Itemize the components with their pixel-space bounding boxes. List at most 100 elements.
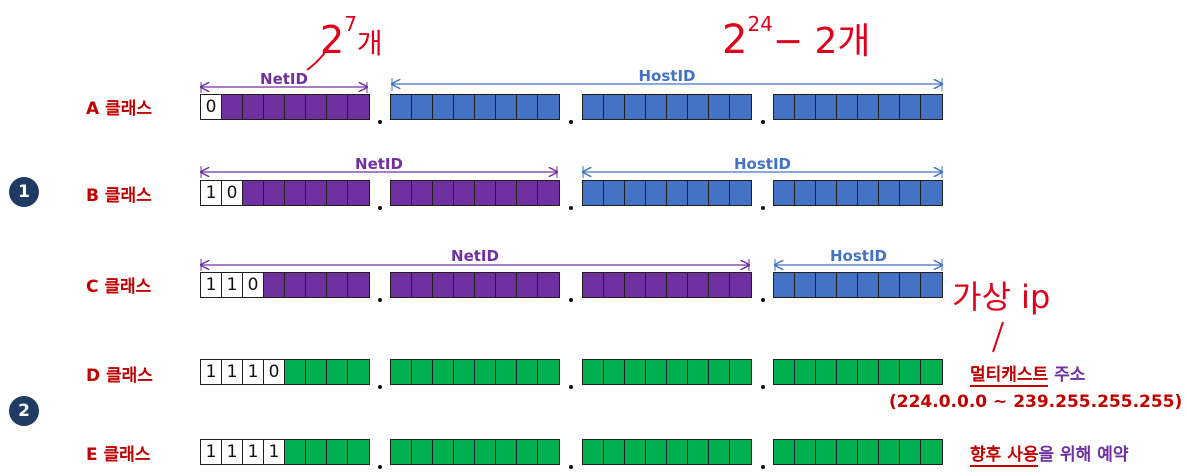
octet-separator-dot: [761, 465, 765, 469]
octet-separator-dot: [569, 120, 573, 124]
bit-cell: [858, 360, 879, 384]
class-b-octet-3: [582, 180, 752, 206]
bit-cell: [921, 440, 942, 464]
class-b-label: B 클래스: [86, 186, 152, 206]
bit-cell: [583, 440, 604, 464]
bit-cell: [774, 181, 795, 205]
bit-cell: [306, 181, 327, 205]
class-e-octet-2: [390, 439, 560, 465]
bit-cell: [583, 181, 604, 205]
bit-cell: [879, 95, 900, 119]
bit-cell: [391, 95, 412, 119]
bit-cell: [879, 273, 900, 297]
class-b-octet-4: [773, 180, 943, 206]
bit-cell: [348, 181, 369, 205]
bit-cell: [709, 181, 730, 205]
bit-cell: [816, 440, 837, 464]
bit-cell: [517, 360, 538, 384]
multicast-note-rest: 주소: [1048, 365, 1086, 385]
bit-cell: [837, 95, 858, 119]
bit-cell: [412, 95, 433, 119]
bit-cell: [921, 273, 942, 297]
bit-cell: [475, 360, 496, 384]
handwritten-pointer-c: [992, 321, 1004, 353]
bit-cell: [816, 95, 837, 119]
class-b-octet-2: [390, 180, 560, 206]
bit-cell: [327, 360, 348, 384]
bit-cell: [921, 360, 942, 384]
bit-cell: [646, 440, 667, 464]
bit-cell: [327, 440, 348, 464]
bit-cell: [433, 440, 454, 464]
bit-cell: [795, 360, 816, 384]
handwritten-virtual-ip: 가상 ip: [952, 278, 1051, 316]
bit-cell: [412, 273, 433, 297]
prefix-bit: 1: [222, 440, 243, 464]
bit-cell: [583, 95, 604, 119]
bit-cell: [327, 273, 348, 297]
bit-cell: [795, 440, 816, 464]
bit-cell: [816, 360, 837, 384]
reserved-note: 향후 사용을 위해 예약: [970, 440, 1129, 467]
bit-cell: [837, 273, 858, 297]
octet-separator-dot: [378, 385, 382, 389]
bit-cell: [774, 273, 795, 297]
bit-cell: [475, 273, 496, 297]
bit-cell: [285, 273, 306, 297]
bit-cell: [879, 181, 900, 205]
bit-cell: [517, 273, 538, 297]
step-1-badge: 1: [9, 177, 39, 207]
octet-separator-dot: [761, 206, 765, 210]
octet-separator-dot: [569, 385, 573, 389]
handwritten-net-count: 27개: [320, 12, 383, 62]
class-c-octet-2: [390, 272, 560, 298]
bit-cell: [900, 95, 921, 119]
bit-cell: [625, 360, 646, 384]
bit-cell: [730, 273, 751, 297]
bit-cell: [243, 181, 264, 205]
bit-cell: [604, 273, 625, 297]
bit-cell: [816, 181, 837, 205]
bit-cell: [646, 95, 667, 119]
bit-cell: [709, 360, 730, 384]
prefix-bit: 1: [222, 360, 243, 384]
bit-cell: [517, 95, 538, 119]
step-2-badge: 2: [9, 396, 39, 426]
prefix-bit: 0: [243, 273, 264, 297]
bit-cell: [730, 181, 751, 205]
bit-cell: [795, 273, 816, 297]
bit-cell: [837, 360, 858, 384]
bit-cell: [496, 181, 517, 205]
multicast-highlight: 멀티캐스트: [970, 365, 1049, 387]
bit-cell: [264, 181, 285, 205]
multicast-range: (224.0.0.0 ~ 239.255.255.255): [889, 392, 1183, 412]
bit-cell: [583, 273, 604, 297]
bit-cell: [688, 273, 709, 297]
bit-cell: [264, 273, 285, 297]
bit-cell: [688, 181, 709, 205]
bit-cell: [538, 95, 559, 119]
octet-separator-dot: [761, 120, 765, 124]
bit-cell: [285, 181, 306, 205]
bit-cell: [327, 181, 348, 205]
bit-cell: [646, 181, 667, 205]
bit-cell: [433, 181, 454, 205]
prefix-bit: 0: [201, 95, 222, 119]
bit-cell: [900, 273, 921, 297]
bit-cell: [264, 95, 285, 119]
class-e-octet-3: [582, 439, 752, 465]
prefix-bit: 1: [264, 440, 285, 464]
bit-cell: [709, 440, 730, 464]
bit-cell: [646, 360, 667, 384]
class-d-octet-4: [773, 359, 943, 385]
bit-cell: [795, 95, 816, 119]
bit-cell: [454, 95, 475, 119]
bit-cell: [900, 181, 921, 205]
bit-cell: [391, 273, 412, 297]
bit-cell: [921, 181, 942, 205]
octet-separator-dot: [569, 206, 573, 210]
octet-separator-dot: [761, 298, 765, 302]
bit-cell: [391, 360, 412, 384]
